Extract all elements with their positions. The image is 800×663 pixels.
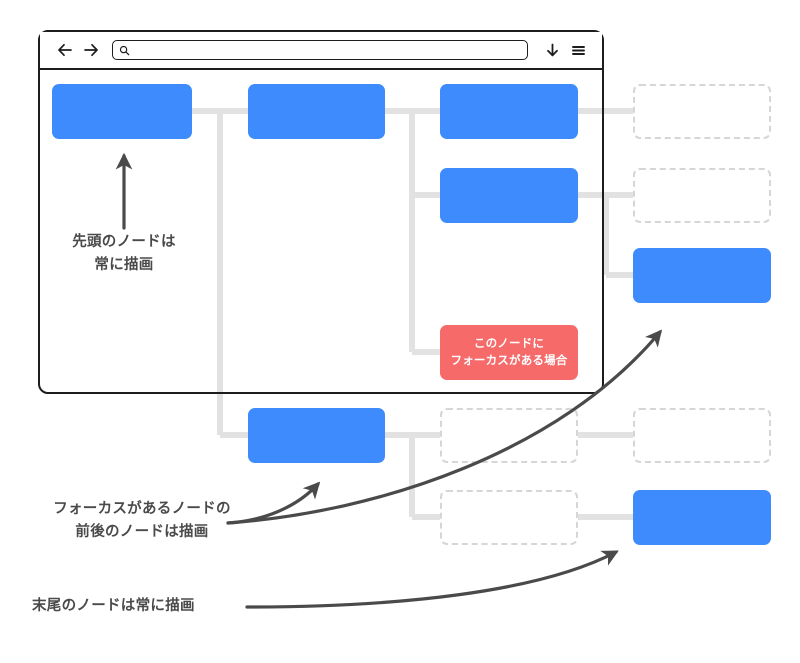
node-col4-row3[interactable] (633, 248, 771, 303)
node-col4-row2[interactable] (633, 168, 771, 223)
caption-head-node: 先頭のノードは 常に描画 (56, 231, 192, 277)
node-col2-row1[interactable] (248, 84, 385, 139)
node-col4-row4[interactable] (633, 408, 771, 463)
node-col3-row4[interactable] (440, 408, 578, 463)
node-col2-row4[interactable] (248, 408, 385, 463)
focus-node-line1: このノードに (473, 337, 545, 350)
focus-node-line2: フォーカスがある場合 (450, 354, 568, 367)
node-col4-row1[interactable] (633, 84, 771, 139)
node-focus[interactable]: このノードにフォーカスがある場合 (440, 325, 578, 380)
node-col3-row5[interactable] (440, 490, 578, 545)
caption-tail-line1: 末尾のノードは常に描画 (32, 598, 195, 614)
caption-around-focus: フォーカスがあるノードの 前後のノードは描画 (32, 498, 252, 544)
node-col4-row5[interactable] (633, 490, 771, 545)
caption-around-focus-line2: 前後のノードは描画 (75, 524, 209, 541)
node-col3-row2[interactable] (440, 168, 578, 223)
node-col1-row1[interactable] (52, 84, 192, 139)
caption-tail-node: 末尾のノードは常に描画 (32, 595, 195, 618)
caption-head-line2: 常に描画 (94, 257, 154, 274)
caption-around-focus-line1: フォーカスがあるノードの (53, 501, 231, 517)
node-col3-row1[interactable] (440, 84, 578, 139)
caption-head-line1: 先頭のノードは (72, 234, 176, 250)
